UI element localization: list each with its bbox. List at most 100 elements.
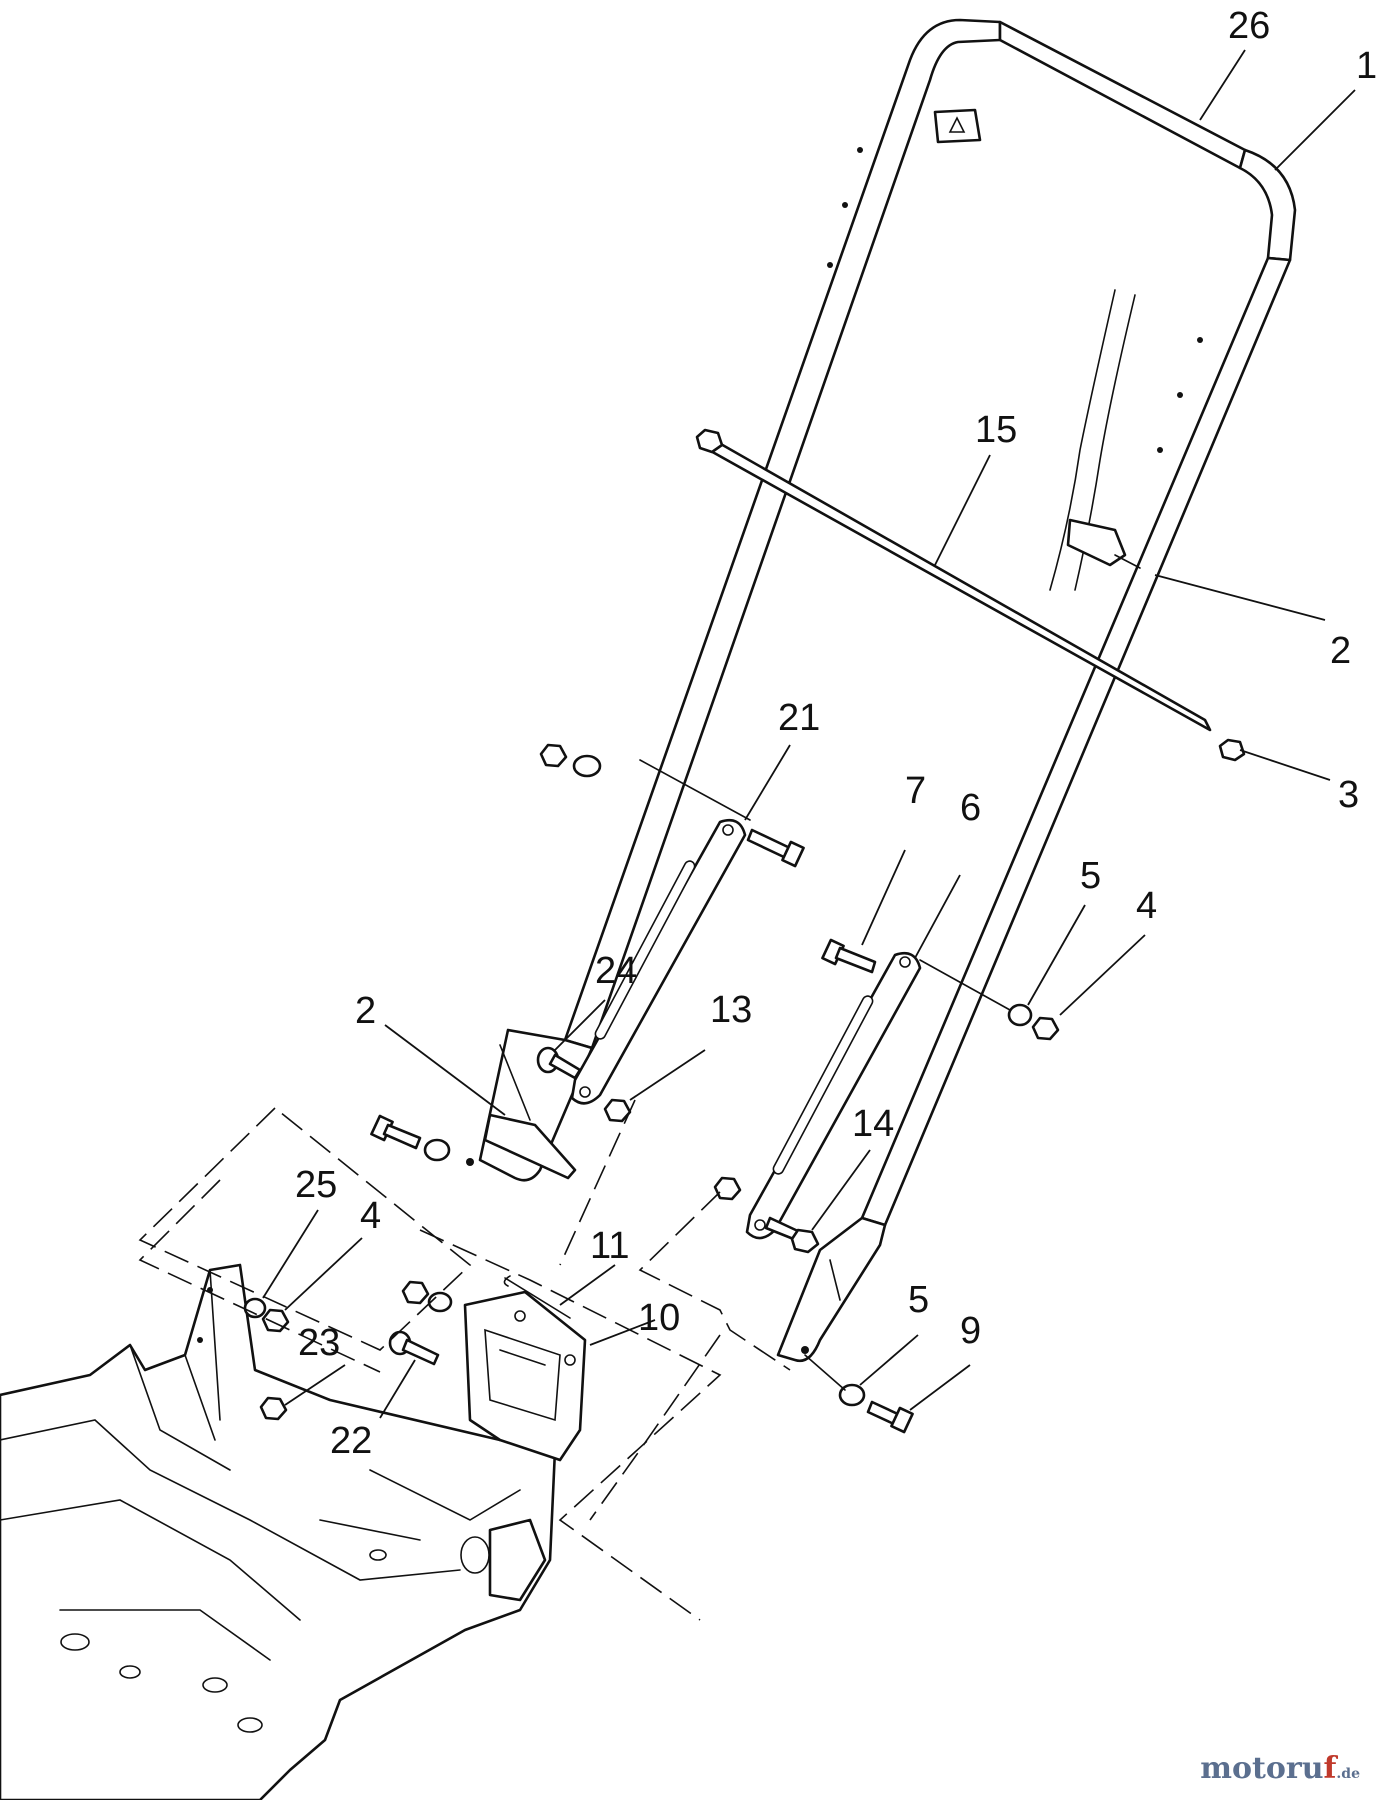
bracket-slot [499,1349,546,1366]
washer [1007,1003,1033,1027]
callout-25: 25 [295,1164,337,1206]
leader-7 [861,849,906,946]
callout-14: 14 [852,1103,894,1145]
deck-rib [129,1344,231,1471]
nut [259,1396,288,1421]
assembly-line [589,1334,721,1521]
callout-6: 6 [960,787,981,829]
leader-15 [934,454,991,566]
link-6-slot [772,995,874,1175]
bolt [382,1123,422,1150]
leader-13 [629,1049,706,1101]
cable-tie-lower [483,1113,577,1180]
callout-4-upper: 4 [1136,885,1157,927]
leader-26 [1199,49,1246,121]
height-bracket [463,1290,587,1462]
callout-23: 23 [298,1322,340,1364]
adjust-link-right [745,951,922,1240]
callout-13: 13 [710,989,752,1031]
nut [713,1176,742,1201]
deck-inner-edge [0,1419,461,1581]
handle-left-foot-crease [499,1044,531,1121]
handle-adjust-hole [1197,337,1203,343]
bracket-hole [564,1354,576,1366]
handle-right-foot-hole [801,1346,809,1354]
callout-21: 21 [778,697,820,739]
bolt-head [781,840,805,868]
assembly-line [638,1191,791,1371]
handle-top-bar [998,20,1247,170]
washer [427,1291,453,1313]
alignment-line [639,759,751,821]
handle-adjust-hole [842,202,848,208]
deck-rib [184,1354,216,1441]
handle-right-foot-crease [829,1259,841,1301]
deck-rib [369,1469,521,1521]
link-21-hole [722,824,734,836]
callout-9: 9 [960,1310,981,1352]
deck-inner-edge [59,1609,271,1661]
nut [539,743,568,768]
link-21 [570,818,747,1105]
assembly-lines [138,1099,791,1621]
handle-assembly [466,18,1297,1363]
link-6-hole [899,956,911,968]
callout-3: 3 [1338,774,1359,816]
washer [243,1297,267,1319]
assembly-line [138,1179,381,1373]
warning-decal [933,108,982,144]
leader-3 [1239,749,1331,781]
leader-5b [859,1334,919,1386]
nut [603,1098,632,1123]
deck-rib [209,1269,221,1421]
deck-mount-boss [60,1633,90,1651]
handle-right-corner [1238,148,1297,262]
bolt [548,1053,582,1080]
handle-rod-assembly [695,428,1246,762]
watermark-main: motoru [1200,1751,1324,1786]
spring-pin [503,1275,571,1319]
cable-tie [1066,518,1127,567]
leader-4b [284,1237,363,1311]
callouts: 26 1 15 2 3 21 7 6 5 4 24 13 2 14 25 4 1… [295,5,1377,1462]
callout-24: 24 [595,950,637,992]
callout-5-lower: 5 [908,1279,929,1321]
washer [423,1138,451,1162]
bolt [401,1338,440,1366]
rod-nut-left [695,428,724,454]
assembly-line [419,1229,722,1621]
washer [838,1383,866,1407]
callout-7: 7 [905,770,926,812]
leader-lines [262,49,1356,1419]
callout-4-lower: 4 [360,1195,381,1237]
handle-left-foot-hole [466,1158,474,1166]
deck-rib [319,1519,421,1541]
nut [1031,1016,1060,1041]
control-cable [1049,289,1116,591]
alignment-lines [639,759,1011,1391]
leader-10 [589,1319,656,1346]
link-6-hole [754,1219,766,1231]
deck-pivot [460,1536,490,1574]
callout-2-upper: 2 [1330,630,1351,672]
cable-tie-tail [1114,554,1141,569]
deck-inner-edge [0,1499,301,1621]
leader-24 [554,999,606,1051]
callout-22: 22 [330,1420,372,1462]
callout-1: 1 [1356,45,1377,87]
callout-26: 26 [1228,5,1270,47]
leader-22 [379,1359,416,1419]
deck-mount-boss [202,1677,228,1693]
handle-adjust-hole [827,262,833,268]
leader-5a [1027,904,1086,1006]
bolt [834,946,877,974]
bolt [746,828,792,860]
leader-25 [262,1209,319,1299]
leader-14 [811,1149,871,1231]
bracket-slot [484,1328,561,1422]
bolt-head [890,1406,914,1434]
link-21-hole [579,1086,591,1098]
link-21-slot [594,860,696,1040]
